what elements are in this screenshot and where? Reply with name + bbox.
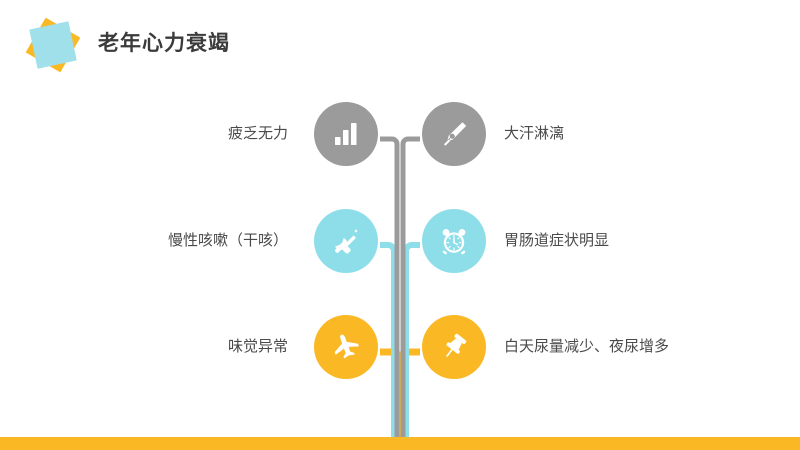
row-1-left-node[interactable] [314,102,378,166]
connector-gray-left [380,136,400,450]
row-3-right-node[interactable] [422,315,486,379]
row-2-left-node[interactable] [314,209,378,273]
row-1-right-node[interactable] [422,102,486,166]
diagram-row-1: 疲乏无力 大汗淋漓 [0,102,800,178]
row-3-left-label: 味觉异常 [227,338,288,355]
rotated-squares-logo-icon [24,16,82,74]
row-1-left-label: 疲乏无力 [227,125,288,142]
row-2-left-label: 慢性咳嗽（干咳） [167,232,288,249]
slide-header: 老年心力衰竭 [0,0,800,90]
diagram-row-3: 味觉异常 [0,315,800,391]
row-2-right-label: 胃肠道症状明显 [504,232,610,249]
logo-square-front [29,21,77,69]
page-title: 老年心力衰竭 [98,32,230,55]
row-3-left-node[interactable] [314,315,378,379]
pen-nib-icon [438,118,470,150]
pushpin-icon [438,331,470,363]
airplane-icon [330,331,362,363]
row-3-right-label: 白天尿量减少、夜尿增多 [504,338,670,355]
alarm-clock-icon [438,225,470,257]
bottom-accent-bar [0,437,800,450]
diagram-row-2: 慢性咳嗽（干咳） [0,209,800,285]
tools-icon [330,225,362,257]
bar-chart-icon [331,119,361,149]
row-1-right-label: 大汗淋漓 [504,125,565,142]
row-2-right-node[interactable] [422,209,486,273]
connector-gray-right [400,136,420,450]
